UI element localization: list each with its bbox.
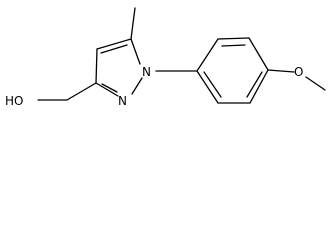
bond-c4-c3	[95, 48, 98, 84]
bond-c3-ch2	[66, 82, 97, 101]
bond-benzene-c6-c1	[196, 70, 219, 104]
bond-benzene-inner-3	[203, 71, 222, 98]
bond-c5-methyl	[130, 7, 136, 40]
bond-benzene-c1-c2	[196, 38, 219, 72]
bond-benzene-c2-c3	[217, 37, 250, 40]
bond-benzene-c4-c5	[249, 69, 269, 104]
atom-label-n2: N	[118, 94, 127, 108]
atom-label-hydroxyl: HO	[5, 94, 23, 108]
bond-c5-c4-inner	[100, 44, 128, 54]
atom-label-methoxy-oxygen: O	[294, 65, 303, 79]
bond-c3-n2	[95, 82, 119, 97]
bond-methoxy-o-aryl	[267, 69, 295, 73]
bond-n2-n1	[131, 77, 143, 95]
molecule-structure-diagram: HO N N O	[5, 7, 326, 108]
bond-benzene-inner-1	[221, 44, 246, 47]
bond-c5-c4	[96, 38, 132, 50]
bond-benzene-inner-2	[246, 71, 263, 98]
bond-methoxy-methyl	[305, 76, 326, 91]
bond-benzene-c3-c4	[248, 37, 269, 71]
bond-n1-c5	[130, 38, 141, 65]
atom-label-n1: N	[142, 65, 151, 79]
bond-c3-n2-inner	[101, 83, 118, 93]
